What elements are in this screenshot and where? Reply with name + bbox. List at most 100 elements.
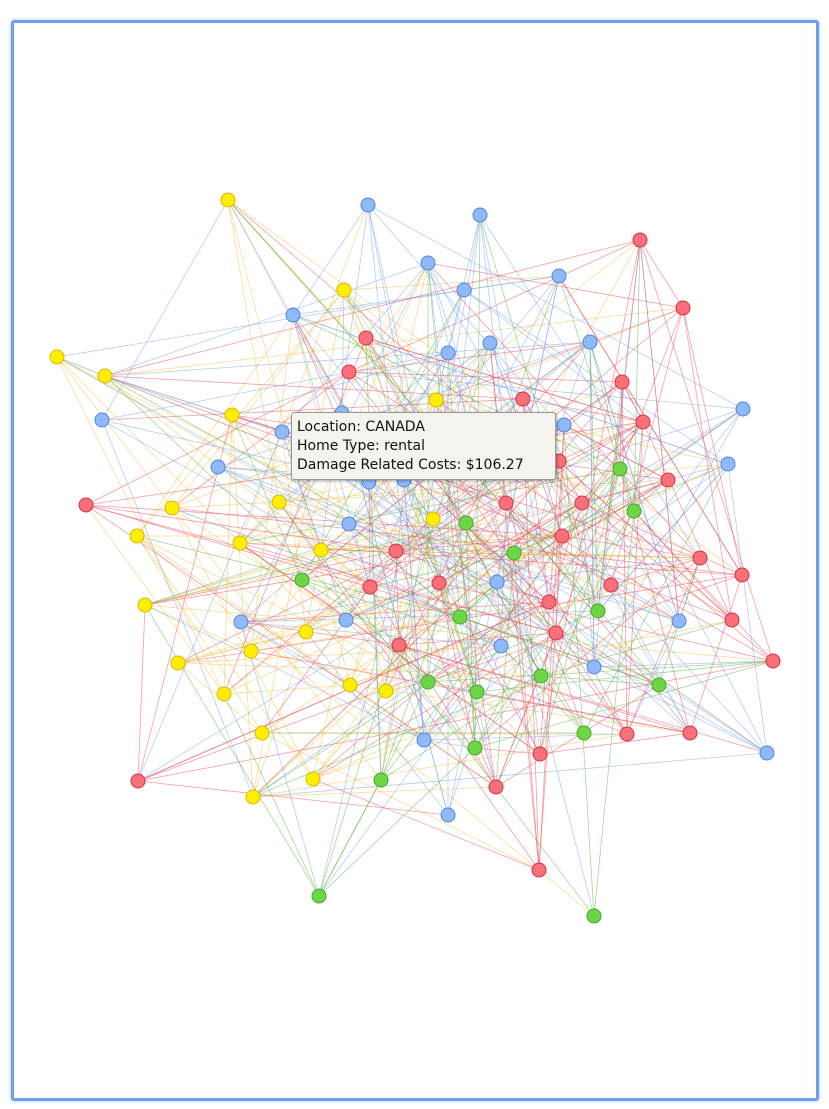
graph-node-blue[interactable] (94, 412, 110, 428)
graph-node-red[interactable] (130, 773, 146, 789)
graph-node-red[interactable] (362, 579, 378, 595)
graph-node-red[interactable] (692, 550, 708, 566)
graph-node-red[interactable] (498, 495, 514, 511)
graph-node-yellow[interactable] (245, 789, 261, 805)
graph-node-blue[interactable] (482, 335, 498, 351)
graph-node-yellow[interactable] (164, 500, 180, 516)
graph-node-red[interactable] (532, 746, 548, 762)
graph-node-blue[interactable] (556, 417, 572, 433)
graph-node-red[interactable] (391, 637, 407, 653)
graph-node-green[interactable] (311, 888, 327, 904)
graph-node-blue[interactable] (586, 659, 602, 675)
graph-node-yellow[interactable] (428, 392, 444, 408)
graph-node-yellow[interactable] (129, 528, 145, 544)
graph-node-red[interactable] (675, 300, 691, 316)
graph-node-yellow[interactable] (243, 643, 259, 659)
graph-edge (513, 468, 621, 554)
graph-node-blue[interactable] (420, 255, 436, 271)
graph-node-green[interactable] (294, 572, 310, 588)
graph-node-blue[interactable] (735, 401, 751, 417)
graph-node-green[interactable] (467, 740, 483, 756)
graph-node-yellow[interactable] (378, 683, 394, 699)
graph-node-red[interactable] (541, 594, 557, 610)
graph-node-blue[interactable] (440, 345, 456, 361)
graph-node-red[interactable] (660, 472, 676, 488)
graph-node-yellow[interactable] (170, 655, 186, 671)
graph-node-green[interactable] (533, 668, 549, 684)
graph-node-blue[interactable] (360, 197, 376, 213)
graph-node-red[interactable] (734, 567, 750, 583)
graph-edge (348, 341, 591, 373)
graph-edge (240, 621, 320, 897)
graph-node-blue[interactable] (582, 334, 598, 350)
graph-node-green[interactable] (458, 515, 474, 531)
graph-node-green[interactable] (612, 461, 628, 477)
graph-edge (312, 778, 540, 871)
graph-node-yellow[interactable] (305, 771, 321, 787)
graph-node-green[interactable] (651, 677, 667, 693)
graph-node-blue[interactable] (493, 638, 509, 654)
graph-node-blue[interactable] (285, 307, 301, 323)
graph-node-red[interactable] (548, 625, 564, 641)
graph-node-green[interactable] (420, 674, 436, 690)
graph-node-blue[interactable] (416, 732, 432, 748)
graph-node-red[interactable] (358, 330, 374, 346)
graph-node-green[interactable] (506, 545, 522, 561)
graph-node-yellow[interactable] (271, 494, 287, 510)
graph-node-red[interactable] (554, 528, 570, 544)
graph-node-green[interactable] (590, 603, 606, 619)
graph-node-yellow[interactable] (313, 542, 329, 558)
graph-node-red[interactable] (574, 495, 590, 511)
graph-node-blue[interactable] (274, 424, 290, 440)
graph-node-blue[interactable] (720, 456, 736, 472)
graph-node-yellow[interactable] (342, 677, 358, 693)
graph-node-yellow[interactable] (254, 725, 270, 741)
graph-edge (101, 398, 524, 421)
graph-node-yellow[interactable] (298, 624, 314, 640)
graph-node-red[interactable] (682, 725, 698, 741)
graph-edge (137, 660, 774, 782)
graph-node-red[interactable] (388, 543, 404, 559)
graph-node-blue[interactable] (456, 282, 472, 298)
graph-node-yellow[interactable] (220, 192, 236, 208)
graph-edge (85, 504, 557, 634)
graph-node-yellow[interactable] (336, 282, 352, 298)
graph-node-green[interactable] (469, 684, 485, 700)
graph-node-blue[interactable] (338, 612, 354, 628)
graph-node-blue[interactable] (551, 268, 567, 284)
graph-node-red[interactable] (431, 575, 447, 591)
graph-node-red[interactable] (614, 374, 630, 390)
graph-node-red[interactable] (488, 779, 504, 795)
graph-node-blue[interactable] (233, 614, 249, 630)
graph-node-blue[interactable] (440, 807, 456, 823)
graph-node-green[interactable] (626, 503, 642, 519)
graph-node-yellow[interactable] (425, 511, 441, 527)
graph-node-green[interactable] (452, 609, 468, 625)
graph-node-blue[interactable] (759, 745, 775, 761)
graph-node-red[interactable] (765, 653, 781, 669)
graph-node-red[interactable] (724, 612, 740, 628)
graph-node-yellow[interactable] (232, 535, 248, 551)
graph-node-green[interactable] (586, 908, 602, 924)
graph-node-yellow[interactable] (137, 597, 153, 613)
graph-node-blue[interactable] (489, 574, 505, 590)
graph-node-yellow[interactable] (216, 686, 232, 702)
graph-node-yellow[interactable] (224, 407, 240, 423)
graph-node-red[interactable] (619, 726, 635, 742)
graph-node-yellow[interactable] (97, 368, 113, 384)
graph-node-red[interactable] (515, 391, 531, 407)
graph-node-green[interactable] (373, 772, 389, 788)
graph-node-red[interactable] (632, 232, 648, 248)
graph-node-blue[interactable] (210, 459, 226, 475)
graph-node-yellow[interactable] (49, 349, 65, 365)
graph-node-red[interactable] (603, 577, 619, 593)
graph-node-red[interactable] (635, 414, 651, 430)
graph-node-blue[interactable] (341, 516, 357, 532)
graph-node-blue[interactable] (671, 613, 687, 629)
graph-node-red[interactable] (78, 497, 94, 513)
graph-node-red[interactable] (341, 364, 357, 380)
graph-node-blue[interactable] (472, 207, 488, 223)
graph-node-green[interactable] (576, 725, 592, 741)
graph-node-red[interactable] (531, 862, 547, 878)
